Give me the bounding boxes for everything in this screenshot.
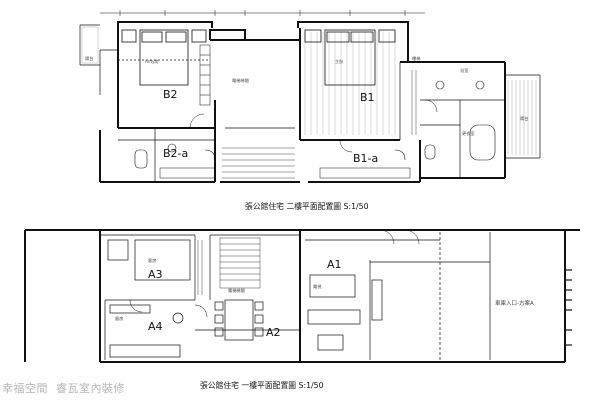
room-label-b2: B2 <box>163 88 178 101</box>
label-kitchen: 廚房 <box>115 315 123 322</box>
second-floor-caption: 張公館住宅 二樓平面配置圖 S:1/50 <box>245 201 369 211</box>
second-floor-interior <box>80 25 540 182</box>
watermark-brand: 幸福空間 <box>2 382 48 395</box>
room-label-b2a: B2-a <box>163 147 188 160</box>
second-floor-walls <box>100 22 505 182</box>
stair-treads <box>222 70 416 178</box>
watermark-company: 睿瓦室內裝修 <box>56 382 125 395</box>
door-swings-1f <box>130 230 419 317</box>
bed-right <box>305 30 395 85</box>
first-floor-interior <box>100 232 490 360</box>
garage-entry-label: 車庫入口-方案A <box>495 299 534 307</box>
label-stair-2f-right: 樓梯 <box>412 55 420 62</box>
label-stair-hall-1f: 電梯梯間 <box>228 287 245 294</box>
label-bath-2f: 浴室 <box>460 67 468 74</box>
label-stair-hall-2f: 電梯梯間 <box>232 77 249 84</box>
label-amy-room: Amy房 <box>145 58 159 65</box>
bathroom-fixtures <box>135 81 495 168</box>
stair-treads-1f <box>198 238 260 295</box>
label-living-sofa: 電視 <box>313 283 322 290</box>
label-guest-room: 客房 <box>148 257 156 264</box>
room-label-a3: A3 <box>148 268 163 281</box>
second-floor-plan: Amy房 主臥 電梯梯間 浴室 更衣室 陽台 陽台 樓梯 B2 B2-a B1 … <box>80 10 540 182</box>
label-master-room: 主臥 <box>335 58 344 65</box>
label-balcony-right: 陽台 <box>520 115 528 122</box>
bed-left <box>122 30 206 85</box>
label-balcony-left: 陽台 <box>85 55 93 62</box>
room-label-b1: B1 <box>360 91 375 104</box>
dimension-line-top <box>100 10 425 16</box>
dining-set <box>215 300 263 340</box>
garage-edge-marks <box>566 270 572 345</box>
master-bedroom-flooring <box>305 32 395 135</box>
watermark: 幸福空間 睿瓦室內裝修 <box>2 380 129 396</box>
room-label-b1a: B1-a <box>353 152 378 165</box>
first-floor-plan: 電梯梯間 電視 客房 廚房 A1 A2 A3 A4 車庫入口-方案A <box>25 230 580 362</box>
room-label-a1: A1 <box>327 258 342 271</box>
room-label-a4: A4 <box>148 320 163 333</box>
label-dress-room: 更衣室 <box>462 130 475 137</box>
room-label-a2: A2 <box>266 326 281 339</box>
first-floor-caption: 張公館住宅 一樓平面配置圖 S:1/50 <box>200 380 324 390</box>
